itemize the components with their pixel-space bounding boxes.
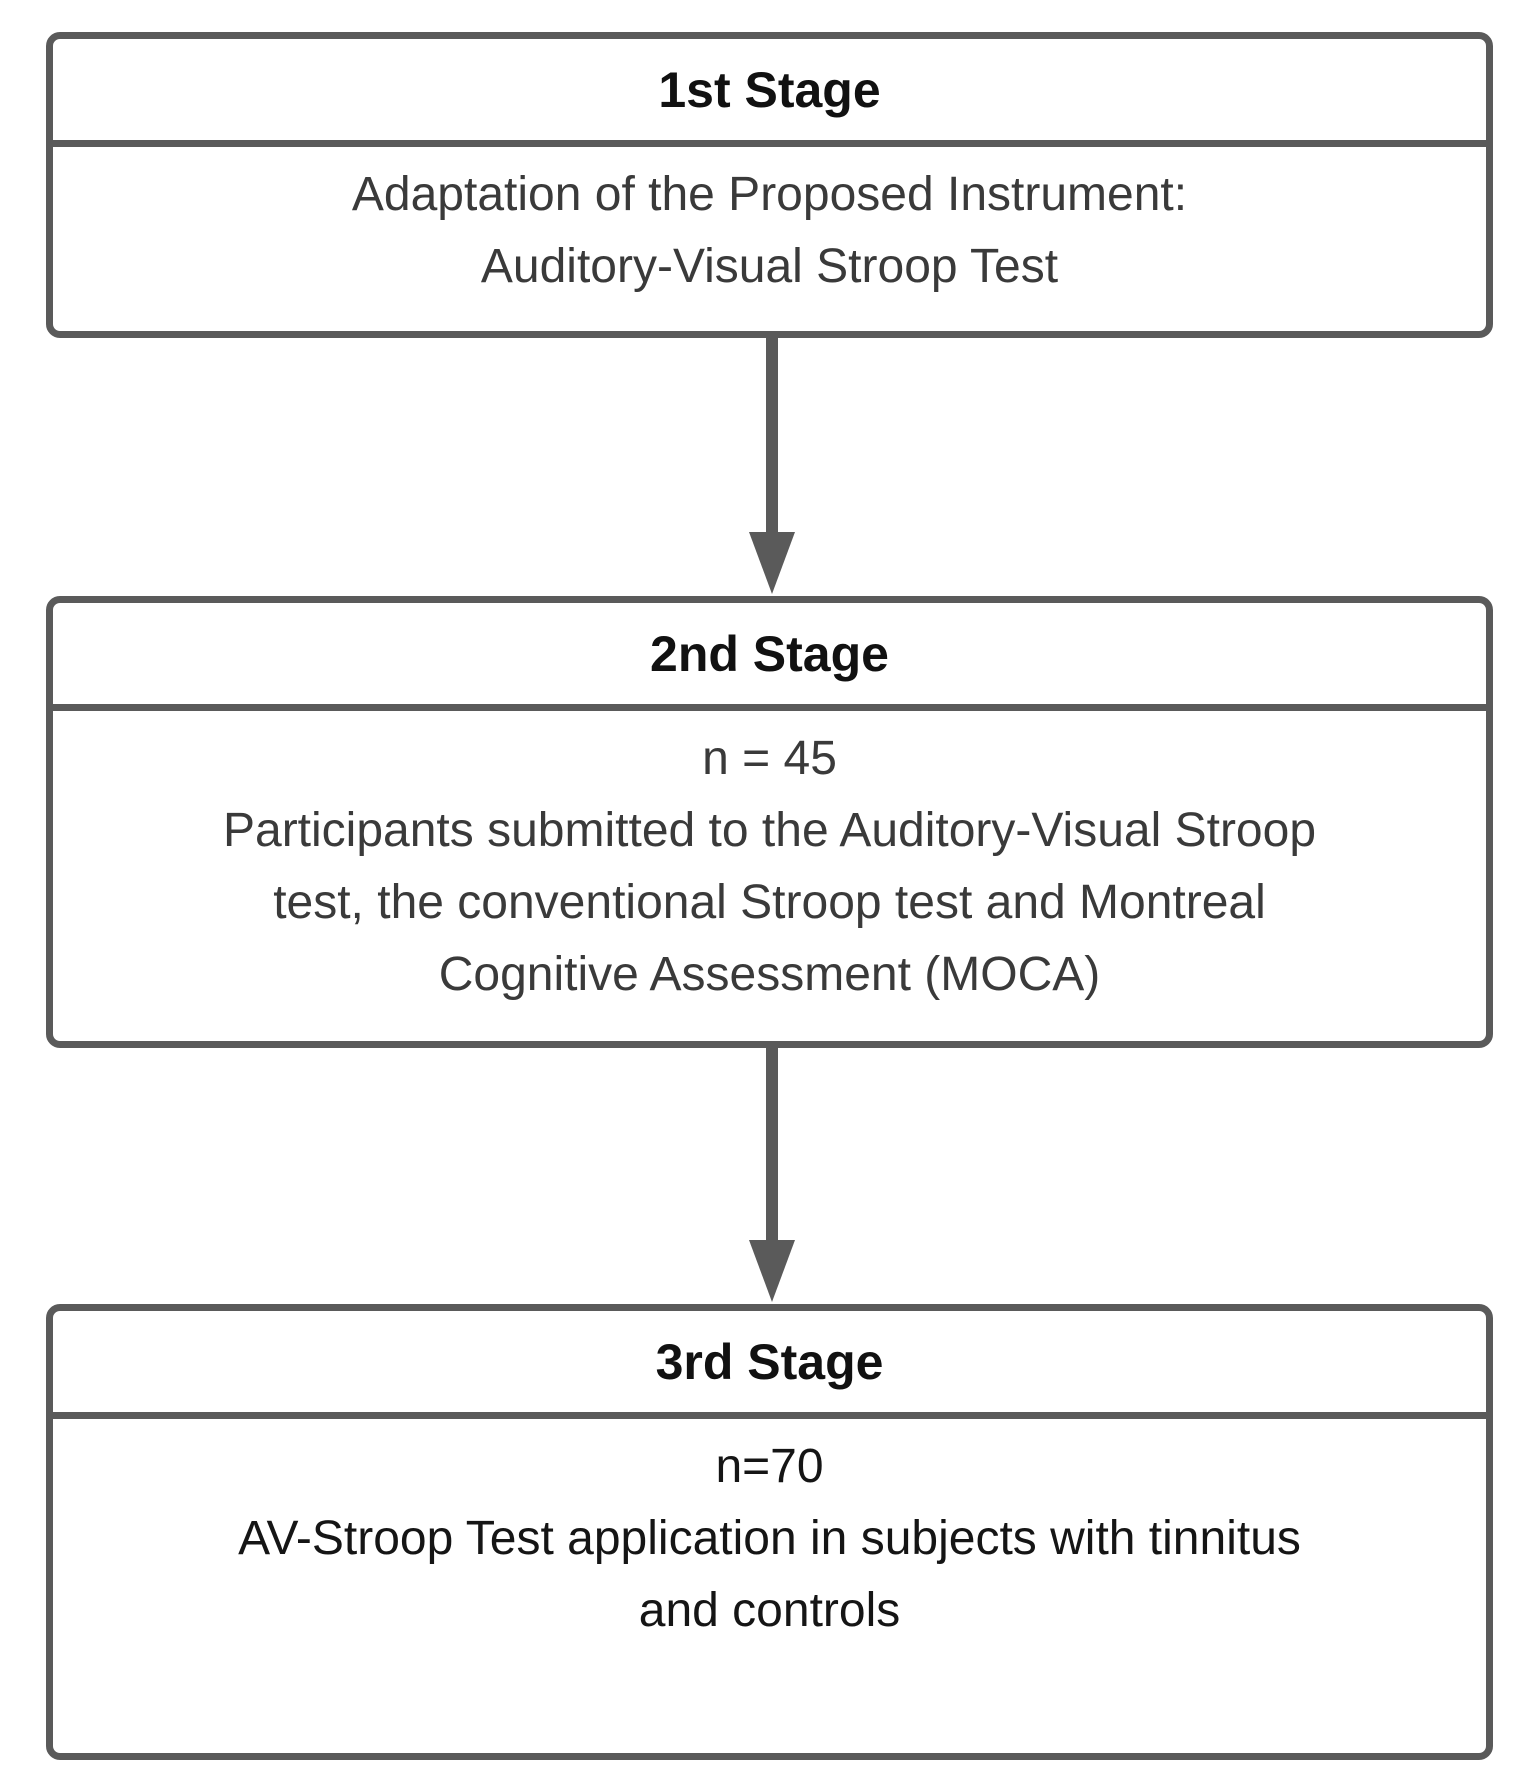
- stage-2-line-2: Participants submitted to the Auditory-V…: [222, 804, 1317, 857]
- stage-3-line-3: and controls: [638, 1584, 901, 1637]
- stage-1-title: 1st Stage: [53, 39, 1486, 147]
- stage-3-title: 3rd Stage: [53, 1311, 1486, 1419]
- stage-2-box: 2nd Stage n = 45 Participants submitted …: [46, 596, 1493, 1048]
- stage-2-line-4: Cognitive Assessment (MOCA): [438, 948, 1101, 1001]
- arrow-1-shaft: [766, 338, 778, 538]
- stage-2-line-3: test, the conventional Stroop test and M…: [273, 876, 1266, 929]
- arrow-2-shaft: [766, 1048, 778, 1244]
- stage-3-description: n=70 AV-Stroop Test application in subje…: [53, 1419, 1486, 1647]
- stage-3-line-2: AV-Stroop Test application in subjects w…: [238, 1512, 1301, 1565]
- stage-1-line-1: Adaptation of the Proposed Instrument:: [351, 168, 1188, 221]
- stage-1-description: Adaptation of the Proposed Instrument: A…: [53, 147, 1486, 303]
- stage-2-title: 2nd Stage: [53, 603, 1486, 711]
- stage-2-description: n = 45 Participants submitted to the Aud…: [53, 711, 1486, 1011]
- arrow-1-head-icon: [749, 532, 795, 594]
- stage-3-box: 3rd Stage n=70 AV-Stroop Test applicatio…: [46, 1304, 1493, 1760]
- stage-3-line-1: n=70: [715, 1440, 824, 1493]
- stage-2-line-1: n = 45: [702, 732, 837, 785]
- arrow-2-head-icon: [749, 1240, 795, 1302]
- stage-1-box: 1st Stage Adaptation of the Proposed Ins…: [46, 32, 1493, 338]
- stage-1-line-2: Auditory-Visual Stroop Test: [480, 240, 1059, 293]
